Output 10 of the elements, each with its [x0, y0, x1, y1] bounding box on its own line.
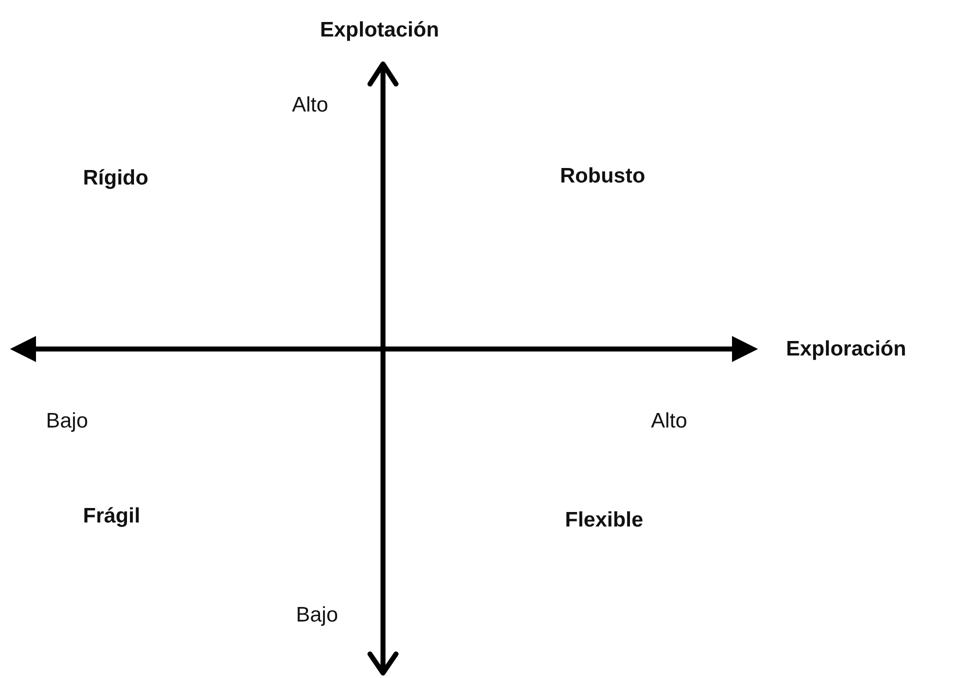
axis-title: Explotación: [320, 17, 440, 43]
quadrant-label: Rígido: [83, 165, 148, 191]
axis-value-label: Bajo: [46, 408, 88, 434]
quadrant-label: Frágil: [83, 503, 140, 529]
axis-title: Exploración: [786, 336, 906, 362]
quadrant-label: Robusto: [560, 163, 646, 189]
axis-value-label: Alto: [292, 92, 328, 118]
axis-value-label: Alto: [651, 408, 688, 434]
quadrant-label: Flexible: [565, 507, 644, 533]
axis-value-label: Bajo: [296, 602, 338, 628]
